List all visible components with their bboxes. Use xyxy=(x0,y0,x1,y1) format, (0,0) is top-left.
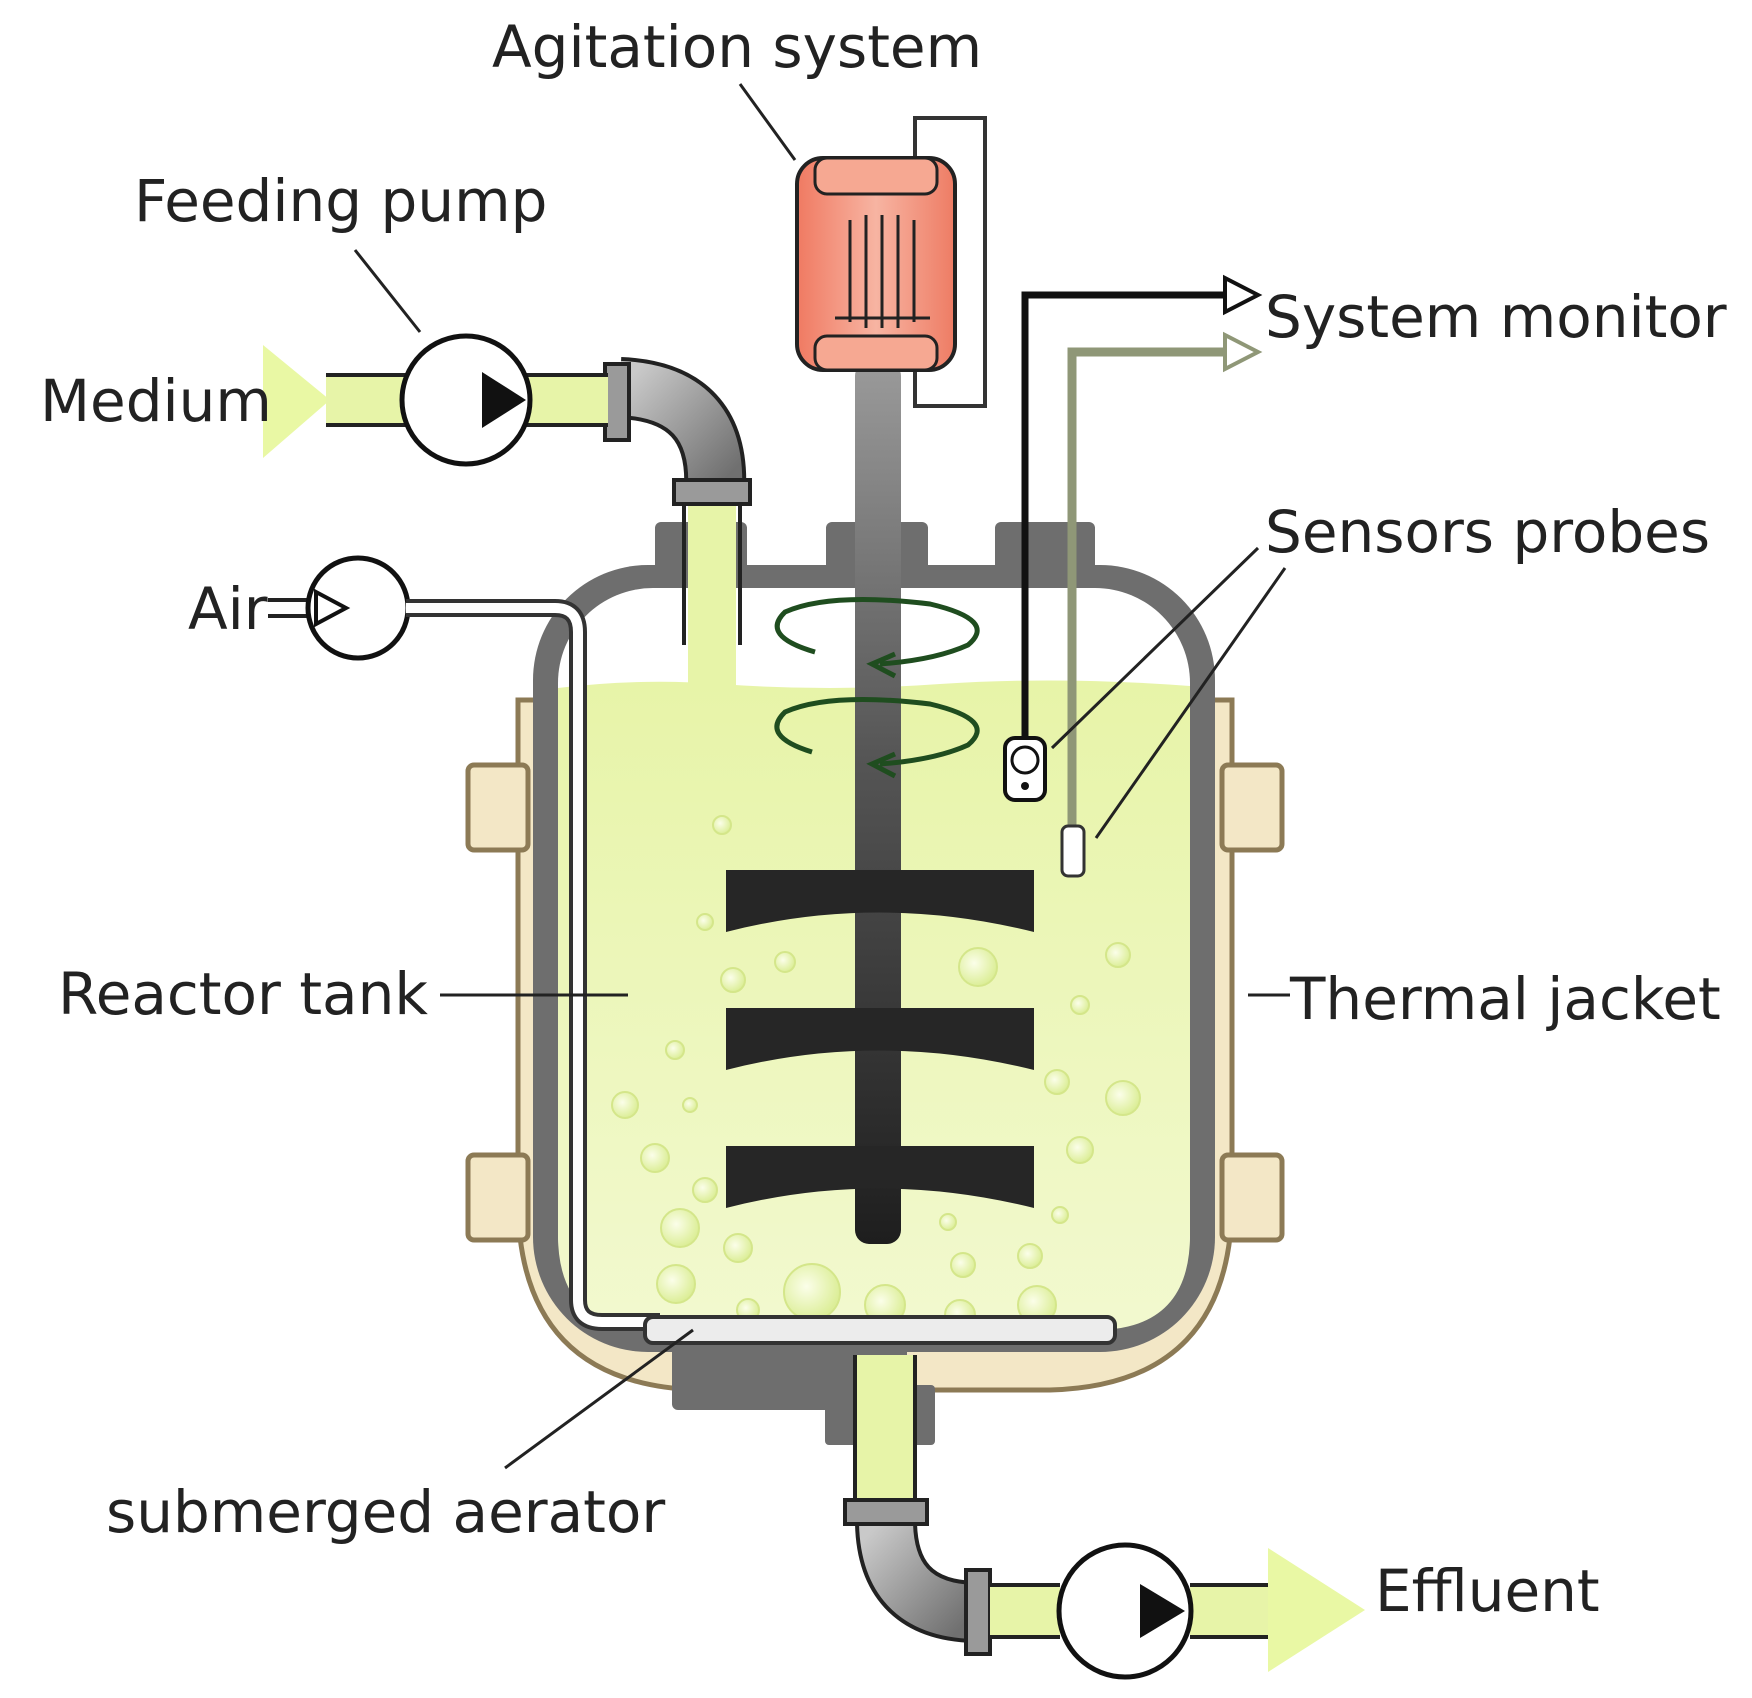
jacket-flange-lower-right xyxy=(1219,1152,1285,1243)
sensor-probe-1 xyxy=(1003,736,1047,802)
effluent-pump-icon xyxy=(1056,1542,1194,1680)
feed-elbow-pipe xyxy=(603,357,752,506)
submerged-aerator xyxy=(643,1315,1117,1345)
feeding-pump-icon xyxy=(399,333,533,467)
feed-stream xyxy=(688,500,736,690)
effluent-elbow-pipe xyxy=(843,1498,992,1656)
air-compressor-icon xyxy=(305,555,411,661)
rotation-swirl-upper xyxy=(774,597,980,679)
jacket-flange-lower-left xyxy=(465,1152,531,1243)
label-submerged-aerator: submerged aerator xyxy=(106,1478,666,1546)
label-feeding-pump: Feeding pump xyxy=(134,167,548,235)
label-thermal-jacket: Thermal jacket xyxy=(1290,965,1721,1033)
probe-line-olive xyxy=(1067,331,1263,832)
jacket-flange-upper-left xyxy=(465,762,531,853)
impeller-blades xyxy=(726,870,1034,1208)
effluent-outlet-pipe xyxy=(853,1355,917,1515)
agitator-shaft xyxy=(855,362,901,1244)
label-agitation-system: Agitation system xyxy=(492,13,983,81)
effluent-flow-arrow xyxy=(1268,1548,1365,1672)
label-medium: Medium xyxy=(40,367,272,435)
effluent-pipe-segments xyxy=(990,1583,1272,1639)
label-effluent: Effluent xyxy=(1375,1557,1600,1625)
feed-inlet-pipe xyxy=(682,505,742,645)
probe-line-dark xyxy=(1021,274,1263,742)
rotation-swirl-lower xyxy=(774,697,980,779)
motor-icon xyxy=(795,156,957,372)
label-reactor-tank: Reactor tank xyxy=(58,960,428,1028)
air-inlet-arrow xyxy=(268,598,310,618)
label-air: Air xyxy=(188,575,268,643)
label-sensors-probes: Sensors probes xyxy=(1265,498,1711,566)
leader-lines xyxy=(353,83,1290,1470)
medium-inlet-pipe xyxy=(326,373,608,427)
label-system-monitor: System monitor xyxy=(1265,283,1727,351)
jacket-flange-upper-right xyxy=(1219,762,1285,853)
medium-flow-arrow xyxy=(263,345,330,458)
sensor-probe-2 xyxy=(1060,824,1086,878)
